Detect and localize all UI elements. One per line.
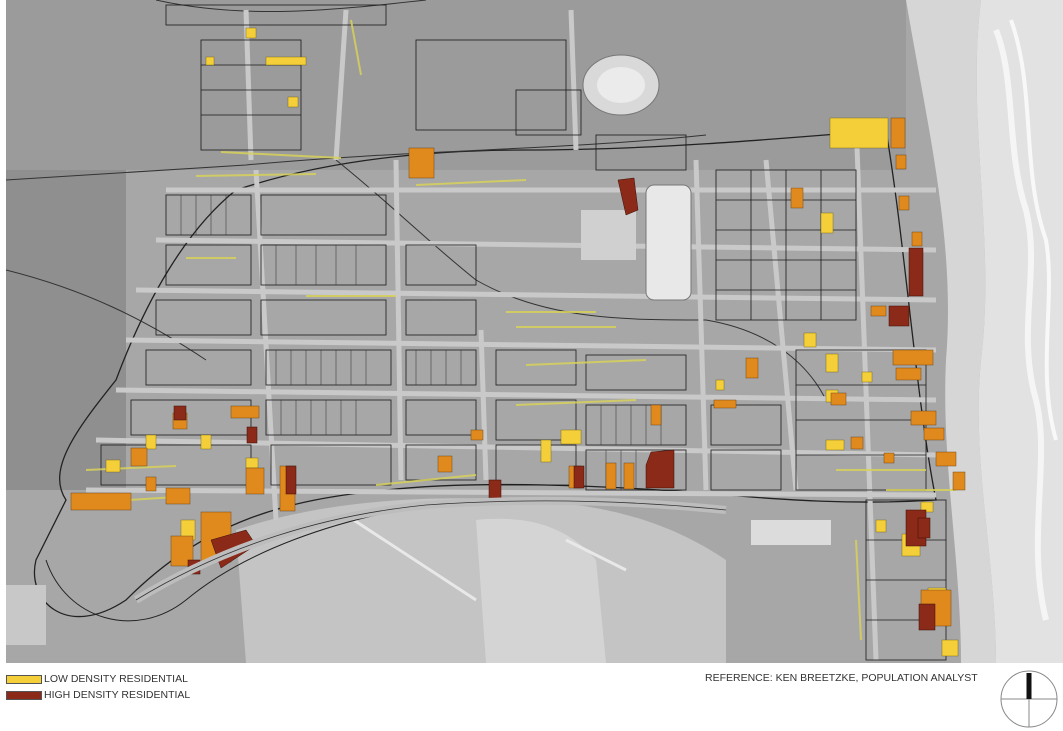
legend-label-low-density: LOW DENSITY RESIDENTIAL [44,673,188,685]
north-arrow-icon [1000,670,1058,728]
legend-item-high-density: HIGH DENSITY RESIDENTIAL [6,687,190,703]
large-building [645,184,692,301]
street-labels [80,19,956,641]
legend-swatch-low-density [6,674,42,684]
legend-label-high-density: HIGH DENSITY RESIDENTIAL [44,689,191,701]
street-grid [85,9,937,661]
boundary-line [33,129,937,618]
legend-item-low-density: LOW DENSITY RESIDENTIAL [6,671,190,687]
high-density-parcels [173,177,936,631]
legend-swatch-high-density [6,690,42,700]
map-legend: LOW DENSITY RESIDENTIAL HIGH DENSITY RES… [6,671,190,703]
aerial-map [6,0,1063,663]
beach [906,0,996,663]
harbour-breakwater [345,513,477,602]
medium-density-parcels [70,117,966,627]
map-reference: REFERENCE: KEN BREETZKE, POPULATION ANAL… [705,672,978,684]
